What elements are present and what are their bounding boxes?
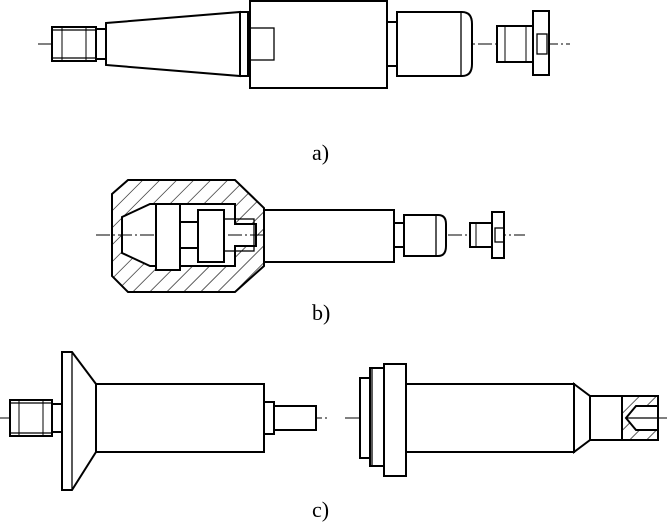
assembly-c-right [345,363,669,477]
assembly-c-left [0,351,330,491]
caption-a: a) [312,140,329,165]
cylinder-c [95,383,265,453]
cylinder-c-right [405,383,575,453]
caption-b: b) [312,300,330,325]
nut-b [469,222,493,248]
slotted-washer-b [491,211,505,259]
sectioned-cutter-c [589,395,659,441]
double-flange-c [359,363,407,477]
shank-neck-b [393,222,405,248]
shank-flange-a [239,11,249,77]
rounded-end-b [403,214,447,257]
shank-b [263,209,395,263]
assembly-b: b) [96,179,525,325]
caption-c: c) [312,497,329,522]
threaded-stud-a [51,26,97,62]
inner-spindle-b [155,203,255,271]
taper-c-right [573,382,591,454]
stud-collar-a [95,28,107,60]
tapered-shank-a [105,10,241,78]
coupling-body-a [249,0,388,89]
nut-a [496,25,534,63]
sectioned-housing-b [111,179,265,293]
pin-c [273,405,317,431]
tapered-flange-c [61,351,97,491]
pin-collar-c [263,401,275,435]
slotted-washer-a [532,10,550,76]
assembly-a: a) [38,0,570,165]
threaded-stud-c [9,399,53,437]
rounded-shank-a [396,11,473,77]
stud-collar-c [51,403,63,433]
shank-neck-a [386,21,398,67]
